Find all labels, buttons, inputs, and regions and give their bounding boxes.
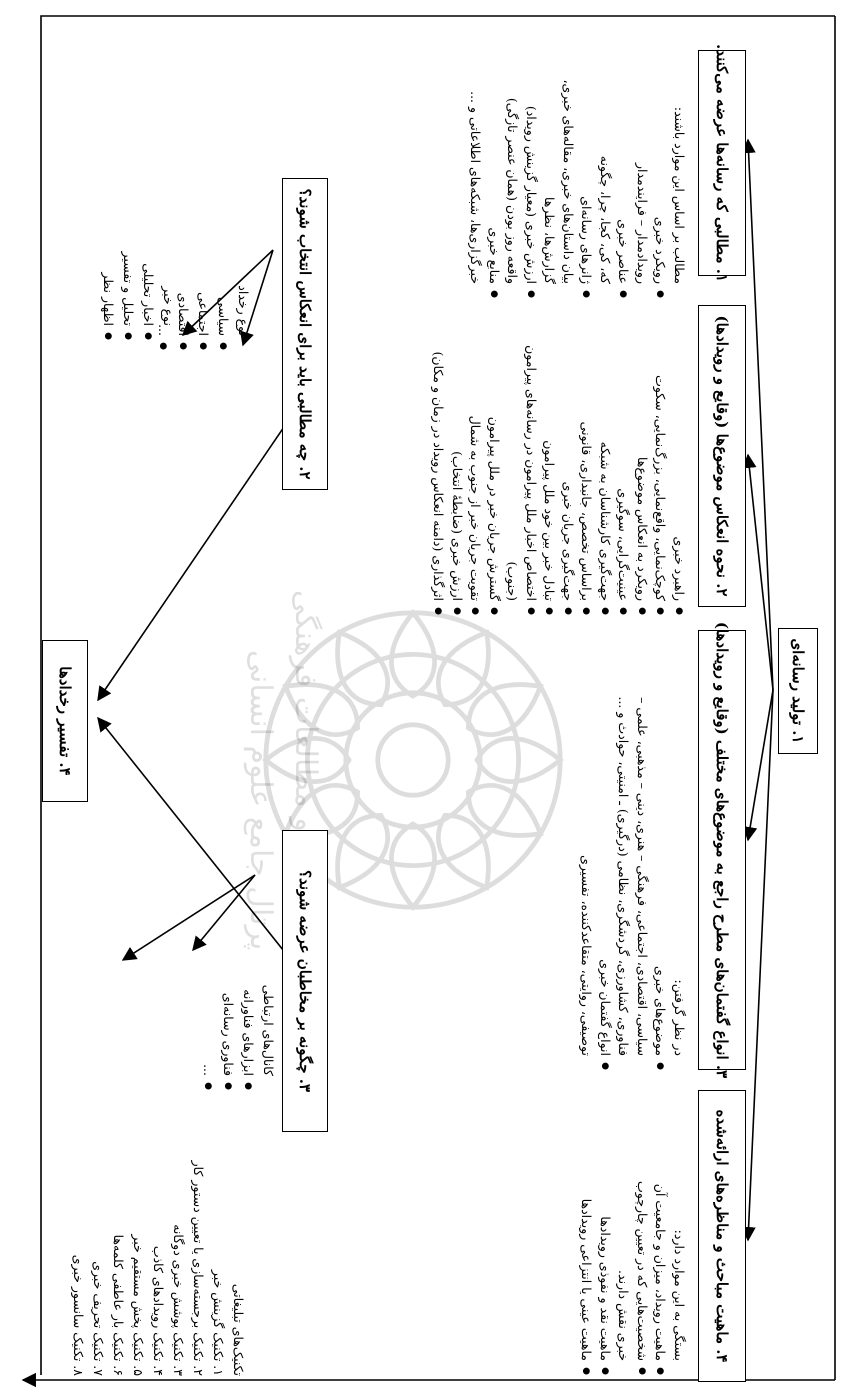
event-type-head: نوع رخداد xyxy=(236,285,251,336)
cat4-item: شخصیت‌هایی که در تعیین چارچوب xyxy=(633,1100,652,1375)
cat1-item: رویکرد خبری xyxy=(651,50,670,298)
event-type-item: اجتماعی xyxy=(193,250,213,350)
watermark-rosette xyxy=(253,600,564,920)
propaganda-techniques: تکنیک‌های تبلیغاتی ۱. تکنیک گزینش خبر ۲.… xyxy=(68,1140,248,1390)
cat2-item: اثرگذاری (دامنه انعکاس رویداد در زمان و … xyxy=(429,305,448,615)
news-type-item: اخبار تحلیلی xyxy=(138,170,158,340)
cat1-item: عناصر خبری xyxy=(614,50,633,298)
category-1-content: مطالب بر اساس این موارد باشند: رویکرد خب… xyxy=(466,50,688,298)
cat3-item: توصیفی، روایتی، متقاعدکننده، تفسیری xyxy=(579,855,595,1056)
cat1-item: بیان داستان‌های خبری، مقاله‌های خبری، xyxy=(561,79,576,284)
cat2-item: تقویت جریان خبر از جنوب به شمال xyxy=(466,305,485,615)
cat2-item: ارزش خبری (ضابطهٔ انتخاب) xyxy=(448,305,467,615)
technique-item: ۶. تکنیک بار عاطفی کلمه‌ها xyxy=(111,1234,126,1376)
channel-item: فناوری رسانه‌ای xyxy=(218,960,238,1090)
technique-head: تکنیک‌های تبلیغاتی xyxy=(231,1283,246,1376)
cat2-item: عینیت‌گرایی، سوگیری xyxy=(614,305,633,615)
presentation-channels: کانال‌های ارتباطی ابزارهای فناورانه فناو… xyxy=(198,960,278,1090)
cat3-item: فناوری، کشاورزی، گردشگری، نظامی (درگیری)… xyxy=(616,696,632,1056)
cat1-item: ژانرهای رسانه‌ای xyxy=(577,50,596,298)
technique-item: ۱. تکنیک گزینش خبر xyxy=(211,1269,226,1376)
cat3-item: سیاسی، اقتصادی، اجتماعی، فرهنگی – هنری، … xyxy=(635,697,650,1056)
technique-item: ۲. تکنیک برجسته‌سازی یا تعیین دستور کار xyxy=(191,1160,206,1376)
category-box-3: ۳. انواع گفتمان‌های مطرح راجع به موضوع‌ه… xyxy=(698,622,746,1078)
frame-bottom xyxy=(40,15,835,1375)
category-4-content: بستگی به این موارد دارد: ماهیت رویداد، م… xyxy=(577,1100,688,1375)
cat1-item: رویدادمدار – فرایندمدار xyxy=(635,162,650,284)
cat2-item: جهت‌گیری جریان خبری xyxy=(559,305,578,615)
cat4-item: بستگی به این موارد دارد: xyxy=(672,1229,687,1361)
cat3-item: در نظر گرفتن: xyxy=(672,979,687,1056)
arrow-present-left xyxy=(121,874,256,961)
channel-item: ... xyxy=(198,960,218,1090)
event-type-item: سیاسی xyxy=(213,250,233,350)
technique-item: ۳. تکنیک پوشش خبری دوگانه xyxy=(171,1224,186,1376)
cat4-item: ماهیت رویداد، میزان و جامعیت آن xyxy=(651,1100,670,1375)
cat1-item: منابع خبری xyxy=(485,50,504,298)
arrow-selection-to-interpret xyxy=(97,401,302,702)
arrow-to-cat3 xyxy=(743,689,774,842)
channel-item: ابزارهای فناورانه xyxy=(238,960,258,1090)
cat3-item: انواع گفتمان خبری xyxy=(596,630,615,1070)
news-type-item: اظهار نظر xyxy=(98,170,118,340)
news-type-item: تحلیل و تفسیر xyxy=(118,170,138,340)
cat2-item: کوچک‌نمایی، واقع‌نمایی، بزرگ‌نمایی، سکوت xyxy=(651,305,670,615)
selection-news-types: نوع خبر اخبار تحلیلی تحلیل و تفسیر اظهار… xyxy=(98,170,178,340)
cat2-item: اختصاص اخبار ملل پیرامون در رسانه‌های پی… xyxy=(503,305,540,615)
category-box-1: ۱. مطالبی که رسانه‌ها عرضه می‌کنند. xyxy=(698,44,746,282)
cat1-item: خبرگزاری‌ها، شبکه‌های اطلاعاتی و ... xyxy=(468,91,484,284)
cat1-item: واقعه روز بودن (همان عنصر تازگی) xyxy=(505,97,521,284)
arrow-selection-left xyxy=(240,249,274,347)
interpret-events-box: ۴. تفسیر رخدادها xyxy=(42,640,88,802)
cat2-item: گسترش جریان خبر در ملل پیرامون xyxy=(485,305,504,615)
category-box-2: ۲. نحوه انعکاس موضوع‌ها (وقایع و رویداده… xyxy=(698,305,746,607)
cat1-item: مطالب بر اساس این موارد باشند: xyxy=(672,106,687,284)
technique-item: ۵. تکنیک پخش مستقیم خبر xyxy=(131,1234,146,1376)
news-type-head: نوع خبر xyxy=(161,286,176,326)
presentation-question-box: ۳. چگونه بر مخاطبان عرضه شوند؟ xyxy=(282,830,328,1132)
category-box-4: ۴. ماهیت مباحث و مناظره‌های ارائه‌شده xyxy=(698,1090,746,1382)
selection-question-box: ۲. چه مطالبی باید برای انعکاس انتخاب شون… xyxy=(282,178,328,490)
arrow-to-cat1 xyxy=(741,138,774,691)
category-2-content: راهبرد خبری کوچک‌نمایی، واقع‌نمایی، بزرگ… xyxy=(429,305,688,615)
cat4-item: خبری نقش دارند. xyxy=(616,1270,632,1361)
arrow-to-cat2 xyxy=(742,453,774,691)
cat1-item: گزارش‌ها، نظرها xyxy=(542,196,558,284)
cat2-item: جهت‌گیری کارشناسان به شبکه xyxy=(596,305,615,615)
technique-item: ۴. تکنیک رویدادهای کاذب xyxy=(151,1245,166,1376)
media-production-box: ۱. تولید رسانه‌ای xyxy=(778,628,818,754)
cat4-item: ماهیت نقد و نفوذی رویدادها xyxy=(596,1100,615,1375)
arrow-present-to-interpret xyxy=(97,716,304,976)
channel-head: کانال‌های ارتباطی xyxy=(261,984,276,1076)
technique-item: ۷. تکنیک تحریف خبری xyxy=(91,1261,106,1376)
cat2-item: رویکرد به انعکاس موضوع‌ها xyxy=(633,305,652,615)
arrow-present-right xyxy=(192,874,256,952)
cat1-item: ارزش خبری (معیار گزینش رویداد) xyxy=(522,50,541,298)
cat2-item: براساس تخصص، جانبداری، قانونی xyxy=(577,305,596,615)
cat1-item: که، کی، کجا، چرا، چگونه xyxy=(598,155,613,284)
cat2-item: راهبرد خبری xyxy=(670,305,689,615)
category-3-content: در نظر گرفتن: موضوع‌های خبری سیاسی، اقتص… xyxy=(577,630,688,1070)
cat4-item: ماهیت عینی یا انتزاعی رویدادها xyxy=(577,1100,596,1375)
technique-item: ۸. تکنیک سانسور خبری xyxy=(71,1254,86,1376)
arrow-to-cat4 xyxy=(741,689,774,1242)
cat2-item: تبادل خبر بین خود ملل پیرامون xyxy=(540,305,559,615)
cat3-item: موضوع‌های خبری xyxy=(651,630,670,1070)
